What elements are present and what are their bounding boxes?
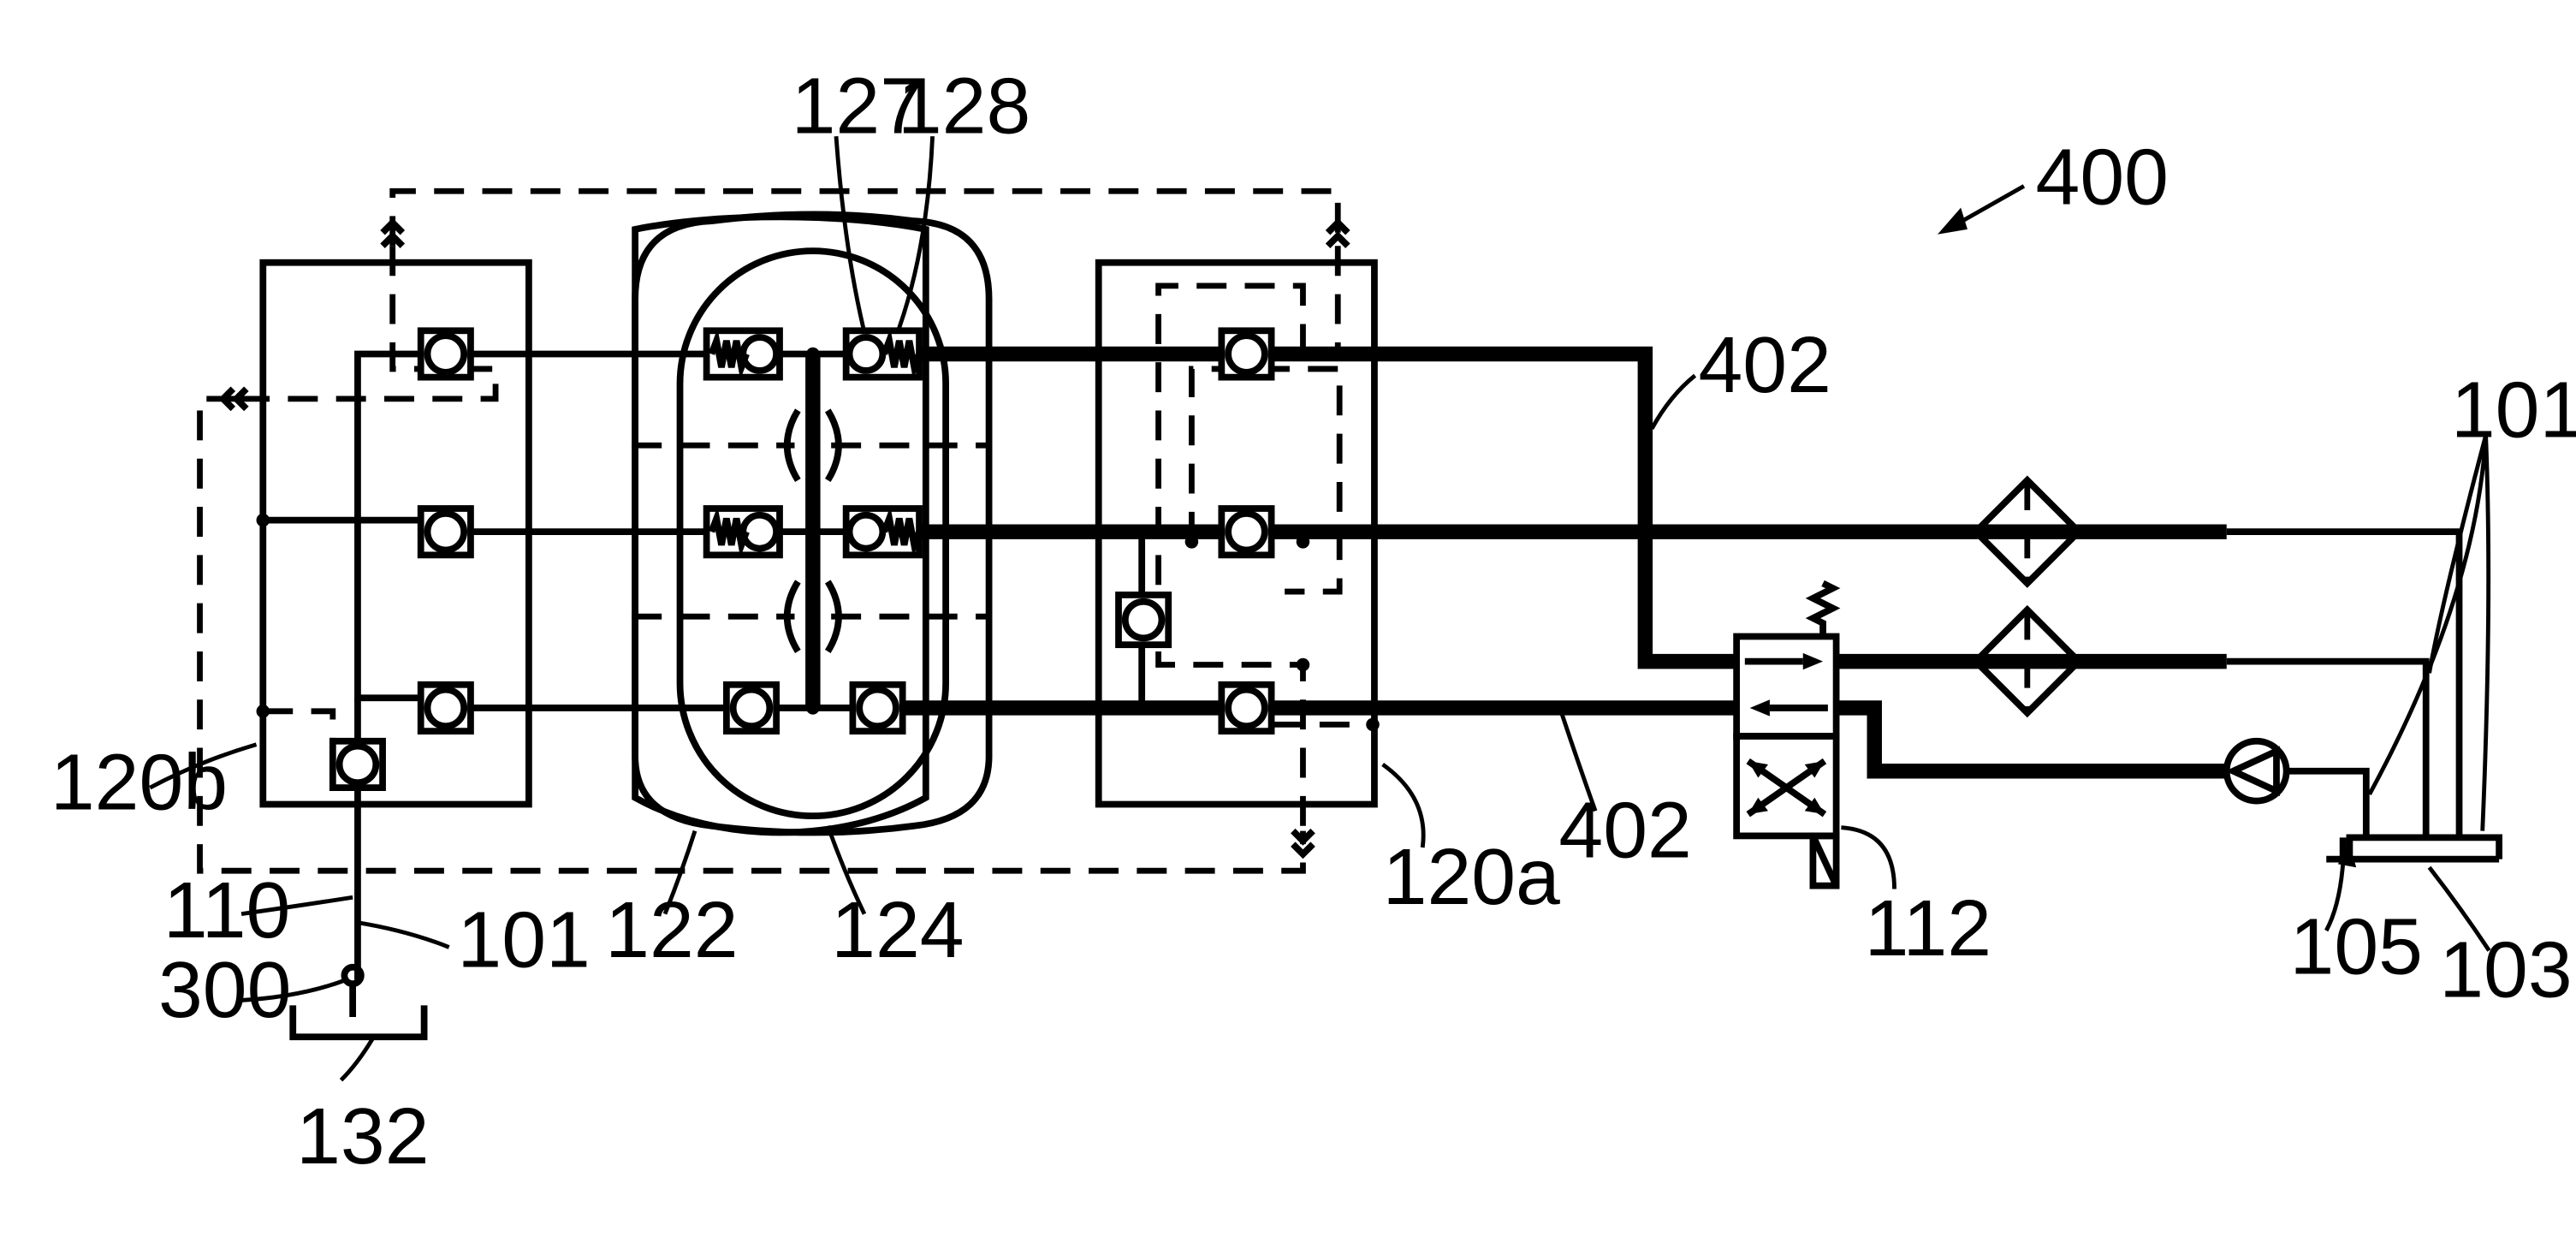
- left-to-middle-lines: [471, 354, 727, 707]
- filters: [1976, 480, 2079, 713]
- label-132: 132: [296, 1091, 429, 1181]
- label-124: 124: [831, 885, 964, 974]
- label-120b: 120b: [50, 737, 228, 826]
- label-402-bottom: 402: [1558, 786, 1691, 875]
- label-105: 105: [2290, 902, 2423, 991]
- label-110: 110: [163, 865, 291, 955]
- rotary-block-122: [635, 214, 988, 832]
- label-402-top: 402: [1698, 320, 1831, 409]
- outlet-132: [293, 967, 424, 1038]
- label-400: 400: [2036, 133, 2169, 222]
- label-101-right: 101: [2451, 366, 2576, 455]
- label-120a: 120a: [1383, 832, 1560, 921]
- reference-labels: 400 127 128 402 101 120b 110 101 300 132…: [50, 61, 2576, 1181]
- label-103: 103: [2439, 925, 2572, 1014]
- label-101-left: 101: [457, 895, 590, 984]
- directional-valve-112: [1736, 583, 1836, 885]
- label-112: 112: [1865, 883, 1992, 972]
- label-128: 128: [898, 61, 1030, 150]
- label-300: 300: [158, 945, 291, 1034]
- label-122: 122: [605, 885, 738, 974]
